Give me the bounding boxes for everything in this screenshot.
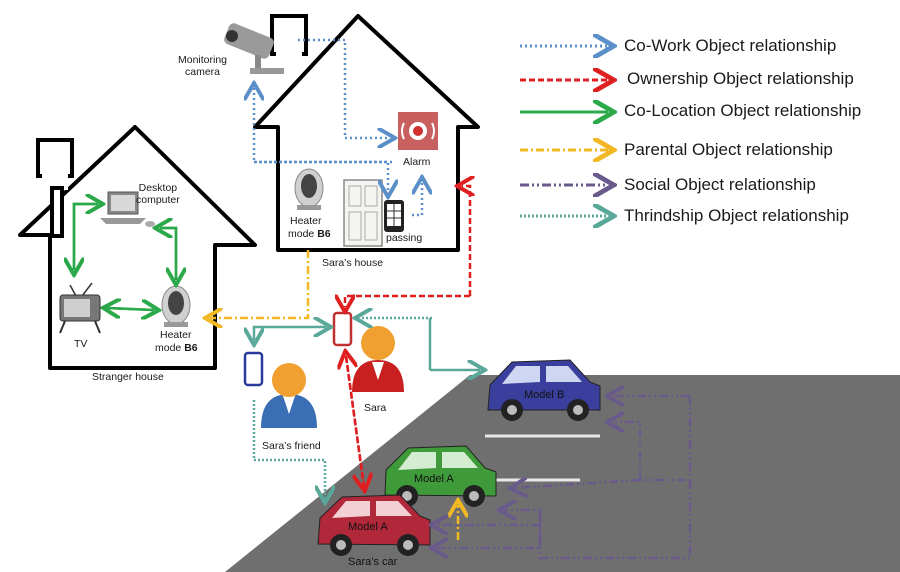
legend-cowork-label: Co-Work Object relationship xyxy=(624,36,837,55)
cowork-links xyxy=(254,38,422,217)
parental-links xyxy=(210,250,458,540)
heater-icon xyxy=(294,168,324,210)
legend-ownership-label: Ownership Object relationship xyxy=(627,69,854,88)
heater-icon xyxy=(161,285,191,327)
social-links xyxy=(436,396,692,560)
passing-device-icon xyxy=(384,200,404,232)
stranger-heater-label-line2: mode B6 xyxy=(155,342,198,354)
passing-label: passing xyxy=(386,232,423,244)
friend-phone-icon xyxy=(243,351,264,387)
stranger-house-label: Stranger house xyxy=(92,371,164,383)
legend-parental-label: Parental Object relationship xyxy=(624,140,833,159)
desktop-computer-label: Desktop computer xyxy=(136,182,180,206)
model-a-green-label: Model A xyxy=(414,473,454,485)
legend-swatches xyxy=(520,46,608,216)
monitoring-camera-label: Monitoring camera xyxy=(178,54,228,78)
model-b-label: Model B xyxy=(524,389,565,401)
camera-icon xyxy=(224,23,284,74)
tv-icon xyxy=(59,282,101,334)
car-model-b xyxy=(487,359,601,421)
door-icon xyxy=(343,179,383,247)
stranger-house xyxy=(18,125,257,370)
legend-friendship-label: Thrindship Object relationship xyxy=(624,206,849,225)
car-model-a-green xyxy=(384,445,497,507)
sara-phone-icon xyxy=(332,311,353,347)
model-a-red-label: Model A xyxy=(348,521,388,533)
legend-social-label: Social Object relationship xyxy=(624,175,816,194)
sara-avatar xyxy=(352,326,404,392)
stranger-heater-label-line1: Heater xyxy=(160,329,192,341)
sara-label: Sara xyxy=(364,402,387,414)
saras-friend-avatar xyxy=(261,363,317,428)
alarm-label: Alarm xyxy=(403,156,431,168)
saras-heater-label-line1: Heater xyxy=(290,215,322,227)
desktop-computer-icon xyxy=(100,191,155,227)
saras-house-label: Sara’s house xyxy=(322,257,384,269)
colocation-links xyxy=(74,204,176,310)
ownership-links xyxy=(345,186,470,488)
saras-car-label: Sara’s car xyxy=(348,556,398,568)
tv-label: TV xyxy=(74,338,88,350)
legend-colocation-label: Co-Location Object relationship xyxy=(624,101,862,120)
friendship-links xyxy=(254,318,480,498)
alarm-icon xyxy=(398,112,438,150)
saras-heater-label-line2: mode B6 xyxy=(288,228,331,240)
saras-friend-label: Sara’s friend xyxy=(262,440,321,452)
car-model-a-red xyxy=(317,494,431,556)
